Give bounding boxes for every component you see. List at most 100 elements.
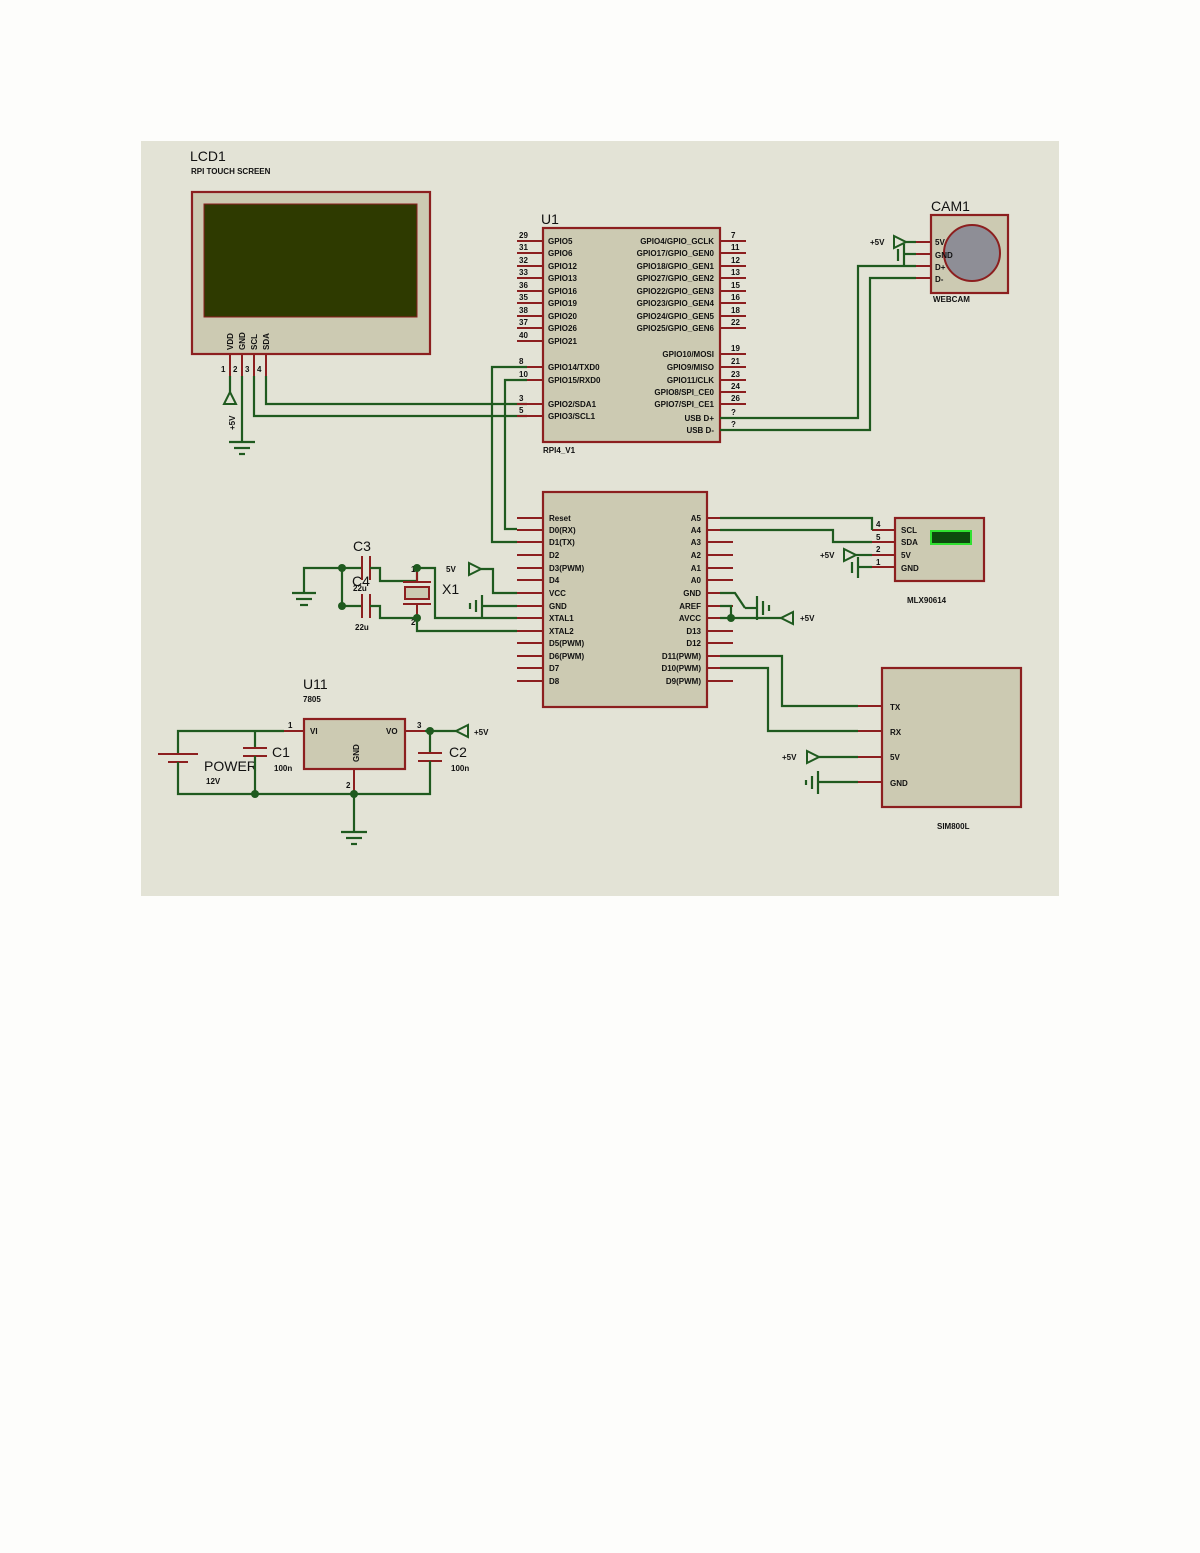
arduino-component: ResetD0(RX)D1(TX)D2D3(PWM)D4VCCGNDXTAL1X… [517, 490, 733, 709]
arduino-left-pin-d5-pwm-: D5(PWM) [549, 639, 584, 648]
mlx-value: MLX90614 [907, 596, 947, 605]
rpi-component: U1 RPI4_V1 GPIO529GPIO631GPIO1232GPIO133… [517, 211, 746, 455]
lcd-ground-icon [229, 440, 255, 456]
camera-lens-icon [943, 224, 1001, 282]
rpi-right-pinnum-5: 16 [731, 293, 740, 302]
u11-pin-vi: VI [310, 727, 318, 736]
arduino-right-pin-d9-pwm-: D9(PWM) [666, 677, 701, 686]
crystal-x1-icon [404, 586, 430, 600]
rpi-left-pin-gpio3-scl1: GPIO3/SCL1 [548, 412, 596, 421]
arduino-analog-power: +5V [720, 591, 815, 626]
lcd-pin-vdd: VDD [226, 333, 235, 350]
mlx-pinnum-4: 4 [876, 520, 881, 529]
rpi-left-pin-gpio12: GPIO12 [548, 262, 577, 271]
sim-pin-tx: TX [890, 703, 901, 712]
rpi-right-pinnum-10: 23 [731, 370, 740, 379]
rpi-right-pin-gpio10-mosi: GPIO10/MOSI [662, 350, 714, 359]
c3-ref: C3 [353, 538, 371, 554]
arduino-right-pin-d11-pwm-: D11(PWM) [662, 652, 701, 661]
lcd-pinnum-4: 4 [257, 365, 262, 374]
u11-ref: U11 [303, 676, 328, 692]
rpi-body [541, 226, 722, 444]
arduino-left-pin-d4: D4 [549, 576, 560, 585]
mlx-pin-gnd: GND [901, 564, 919, 573]
oscillator-circuit: C3 22u C4 22u X1 1 2 [292, 538, 517, 633]
rpi-right-pin-gpio18-gpio-gen1: GPIO18/GPIO_GEN1 [637, 262, 715, 271]
rpi-left-pinnum-1: 31 [519, 243, 528, 252]
sim-component: TX RX 5V GND SIM800L +5V [720, 654, 1023, 831]
arduino-left-pin-gnd: GND [549, 602, 567, 611]
vcc-5v-label: 5V [446, 565, 456, 574]
rpi-value: RPI4_V1 [543, 446, 576, 455]
lcd-pin-gnd: GND [238, 332, 247, 350]
rpi-left-pinnum-6: 38 [519, 306, 528, 315]
arduino-right-pin-a2: A2 [691, 551, 702, 560]
rpi-left-pinnum-7: 37 [519, 318, 528, 327]
rpi-right-pin-gpio17-gpio-gen0: GPIO17/GPIO_GEN0 [637, 249, 715, 258]
mlx-pinnum-1: 1 [876, 558, 881, 567]
rpi-right-pinnum-8: 19 [731, 344, 740, 353]
rpi-ref: U1 [541, 211, 559, 227]
cam-pin-dplus: D+ [935, 263, 946, 272]
arduino-right-pin-a1: A1 [691, 564, 702, 573]
lcd-screen [203, 203, 418, 318]
x1-ref: X1 [442, 581, 459, 597]
avcc-5v-label: +5V [800, 614, 815, 623]
rpi-left-pinnum-4: 36 [519, 281, 528, 290]
arduino-right-pin-gnd: GND [683, 589, 701, 598]
lcd-component: LCD1 RPI TOUCH SCREEN VDD GND SCL SDA 1 … [190, 148, 527, 456]
cam-component: CAM1 5V GND D+ D- WEBCAM +5V [720, 198, 1010, 432]
mlx-pin-5v: 5V [901, 551, 911, 560]
rpi-right-pinnum-3: 13 [731, 268, 740, 277]
arduino-left-pin-d7: D7 [549, 664, 560, 673]
mlx-component: SCL SDA 5V GND 4 5 2 1 MLX90614 +5V [720, 516, 986, 605]
rpi-right-pin-gpio8-spi-ce0: GPIO8/SPI_CE0 [654, 388, 714, 397]
rpi-right-pin-gpio7-spi-ce1: GPIO7/SPI_CE1 [654, 400, 714, 409]
regulator-5v-terminal-icon [453, 723, 469, 739]
arduino-left-pin-reset: Reset [549, 514, 571, 523]
rpi-right-pinnum-9: 21 [731, 357, 740, 366]
rpi-right-pin-gpio4-gpio-gclk: GPIO4/GPIO_GCLK [640, 237, 714, 246]
mlx-pinnum-2: 2 [876, 545, 881, 554]
rpi-right-pin-gpio22-gpio-gen3: GPIO22/GPIO_GEN3 [637, 287, 715, 296]
power-value: 12V [206, 777, 221, 786]
c2-value: 100n [451, 764, 469, 773]
arduino-right-pin-a4: A4 [691, 526, 702, 535]
arduino-right-pin-d12: D12 [686, 639, 701, 648]
vcc-5v-terminal-icon [468, 561, 484, 577]
cam-pin-dminus: D- [935, 275, 944, 284]
rpi-right-pinnum-13: ? [731, 408, 736, 417]
rpi-right-pin-gpio24-gpio-gen5: GPIO24/GPIO_GEN5 [637, 312, 715, 321]
rpi-left-pinnum-9: 8 [519, 357, 524, 366]
u11-pin-gnd: GND [352, 744, 361, 762]
arduino-right-pin-avcc: AVCC [679, 614, 701, 623]
rpi-right-pinnum-11: 24 [731, 382, 740, 391]
arduino-left-pin-d2: D2 [549, 551, 560, 560]
cam-pin-gnd: GND [935, 251, 953, 260]
rpi-right-pinnum-2: 12 [731, 256, 740, 265]
rpi-left-pinnum-10: 10 [519, 370, 528, 379]
arduino-right-pin-a3: A3 [691, 538, 702, 547]
sim-ground-icon [804, 771, 858, 794]
sim-body [880, 666, 1023, 809]
sim-5v-label: +5V [782, 753, 797, 762]
mlx-sensor-window [930, 530, 972, 545]
u11-pinnum-1: 1 [288, 721, 293, 730]
arduino-left-pin-d0-rx-: D0(RX) [549, 526, 576, 535]
osc-ground-icon [292, 591, 316, 607]
rpi-right-pin-gpio9-miso: GPIO9/MISO [667, 363, 714, 372]
arduino-left-pin-xtal2: XTAL2 [549, 627, 574, 636]
rpi-left-pinnum-2: 32 [519, 256, 528, 265]
rpi-left-pin-gpio26: GPIO26 [548, 324, 577, 333]
arduino-right-pin-aref: AREF [679, 602, 701, 611]
cam-5v-terminal-icon [893, 234, 909, 250]
lcd-pinnum-2: 2 [233, 365, 238, 374]
c4-value: 22u [355, 623, 369, 632]
arduino-gnd-ground-icon [745, 596, 771, 620]
rpi-right-pin-usb-d-: USB D- [686, 426, 714, 435]
sim-pin-gnd: GND [890, 779, 908, 788]
sim-pin-rx: RX [890, 728, 902, 737]
rpi-left-pinnum-8: 40 [519, 331, 528, 340]
rpi-right-pinnum-4: 15 [731, 281, 740, 290]
